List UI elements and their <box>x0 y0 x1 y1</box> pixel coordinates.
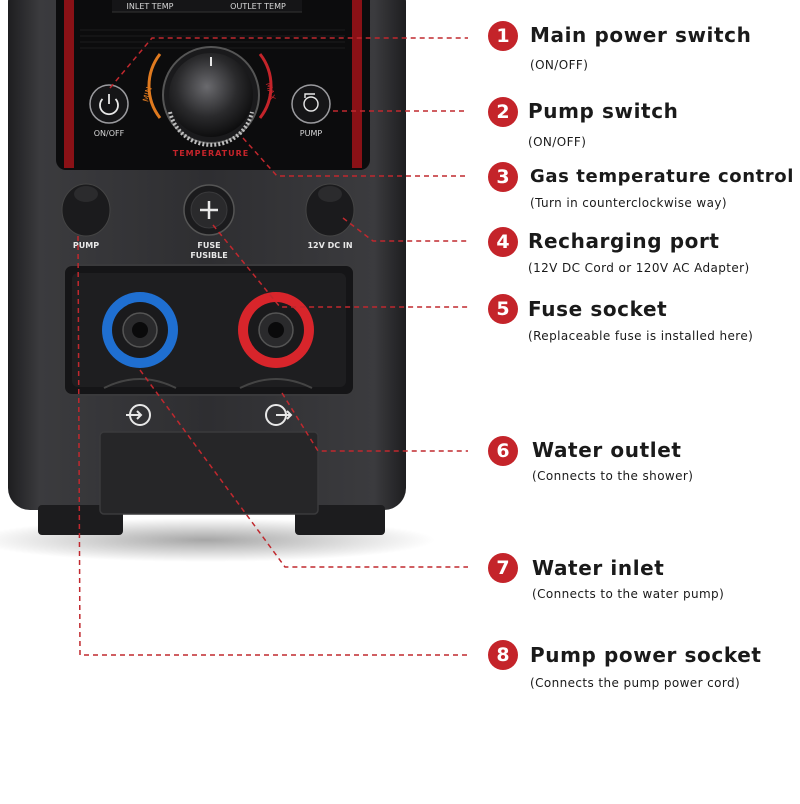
callout-title-water-inlet: Water inlet <box>532 556 665 580</box>
pump-power-port[interactable] <box>61 183 111 237</box>
callout-title-fuse-socket: Fuse socket <box>528 297 668 321</box>
temperature-knob[interactable] <box>147 46 273 147</box>
callout-title-water-outlet: Water outlet <box>532 438 682 462</box>
leader-line-4 <box>342 217 468 242</box>
callout-number-3: 3 <box>488 162 518 192</box>
callout-title-pump-power-socket: Pump power socket <box>530 643 762 667</box>
pump-port-label: PUMP <box>73 241 99 250</box>
water-outlet-connector[interactable] <box>238 292 314 368</box>
inlet-temp-label: INLET TEMP <box>127 2 174 11</box>
water-inlet-connector[interactable] <box>102 292 178 368</box>
leader-line-6 <box>281 392 468 452</box>
callout-subtitle-pump-power-socket: (Connects the pump power cord) <box>530 676 741 690</box>
dc-port-label: 12V DC IN <box>307 241 352 250</box>
callout-number-1: 1 <box>488 21 518 51</box>
callout-number-4: 4 <box>488 227 518 257</box>
power-button[interactable] <box>89 84 129 124</box>
leader-lines <box>77 37 468 656</box>
callout-number-2: 2 <box>488 97 518 127</box>
leader-line-7 <box>139 369 468 568</box>
leader-line-8 <box>77 235 468 656</box>
callout-subtitle-fuse-socket: (Replaceable fuse is installed here) <box>528 329 754 343</box>
callout-title-gas-temperature-control: Gas temperature control <box>530 166 795 187</box>
bottom-compartment <box>99 431 319 515</box>
callout-subtitle-recharging-port: (12V DC Cord or 120V AC Adapter) <box>528 261 750 275</box>
fuse-label-fr: FUSIBLE <box>190 251 227 260</box>
callout-number-7: 7 <box>488 553 518 583</box>
dc-in-port[interactable] <box>305 183 355 237</box>
outlet-arrow-icon <box>265 404 293 426</box>
callout-subtitle-pump-switch: (ON/OFF) <box>528 135 587 149</box>
outlet-temp-label: OUTLET TEMP <box>230 2 286 11</box>
callout-number-8: 8 <box>488 640 518 670</box>
leader-line-1 <box>109 37 468 89</box>
callout-title-recharging-port: Recharging port <box>528 229 720 253</box>
fuse-holder[interactable] <box>183 184 235 236</box>
callout-subtitle-water-outlet: (Connects to the shower) <box>532 469 694 483</box>
inlet-arrow-icon <box>126 404 151 426</box>
pump-button[interactable] <box>291 84 331 124</box>
power-button-label: ON/OFF <box>94 129 125 138</box>
callout-number-5: 5 <box>488 294 518 324</box>
pump-icon <box>303 96 319 112</box>
callout-subtitle-water-inlet: (Connects to the water pump) <box>532 587 725 601</box>
pump-button-label: PUMP <box>300 129 323 138</box>
callout-subtitle-main-power-switch: (ON/OFF) <box>530 58 589 72</box>
power-icon <box>99 98 119 116</box>
callout-subtitle-gas-temperature-control: (Turn in counterclockwise way) <box>530 196 727 210</box>
callout-number-6: 6 <box>488 436 518 466</box>
callout-title-pump-switch: Pump switch <box>528 99 679 123</box>
knob-arc-label: TEMPERATURE <box>173 149 250 158</box>
fuse-label-en: FUSE <box>197 241 220 250</box>
callout-title-main-power-switch: Main power switch <box>530 23 752 47</box>
knob-min-label: MIN <box>141 86 154 103</box>
